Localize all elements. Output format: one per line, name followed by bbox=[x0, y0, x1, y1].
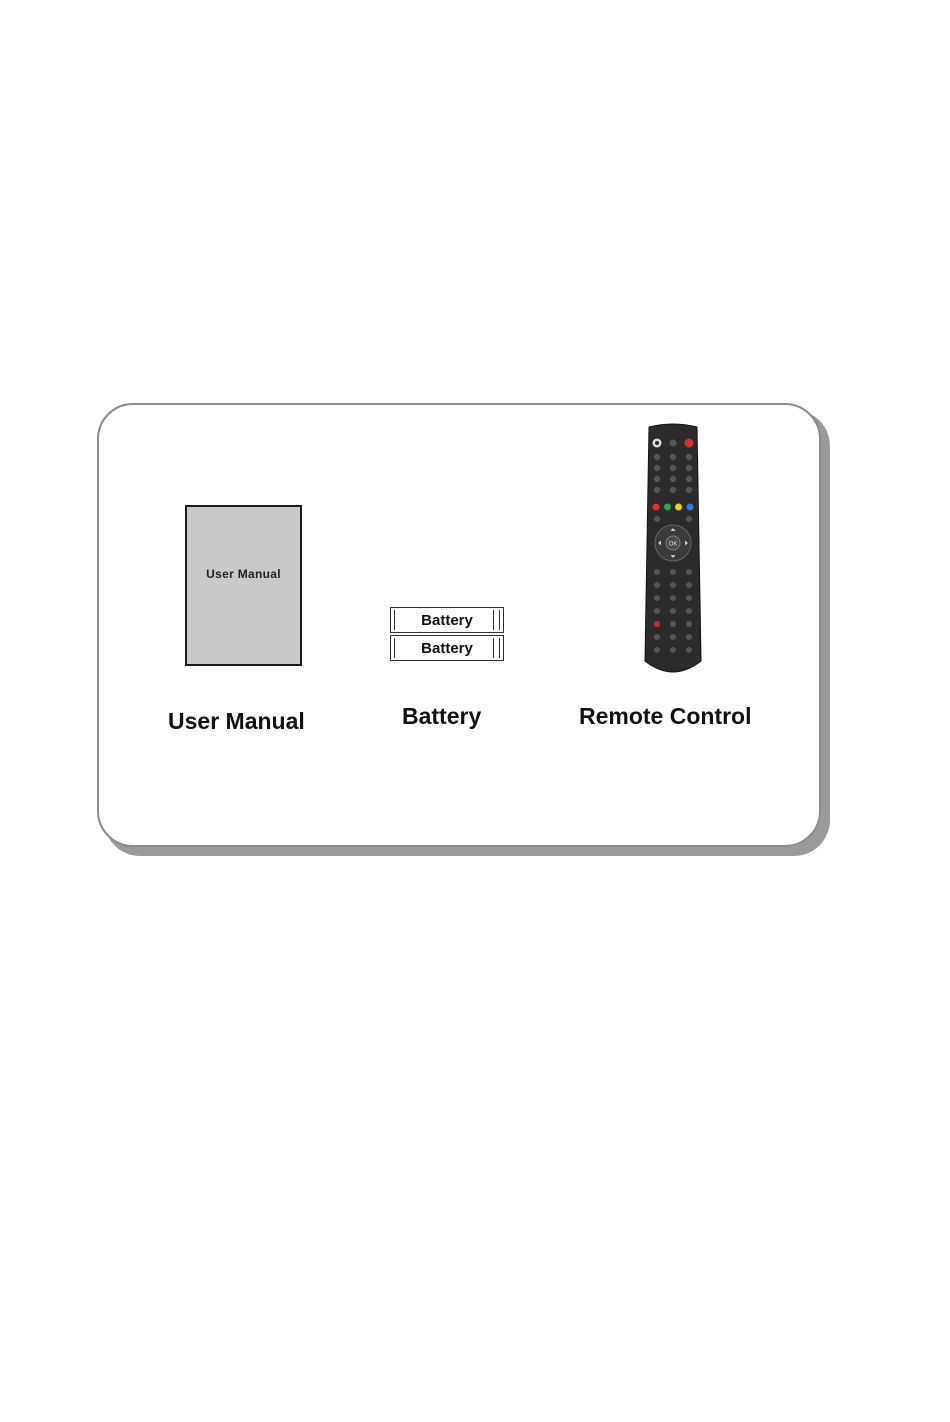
remote-control-caption: Remote Control bbox=[579, 703, 752, 730]
remote-function-button bbox=[670, 582, 676, 588]
user-manual-illustration: User Manual bbox=[185, 505, 302, 666]
remote-function-button bbox=[654, 595, 660, 601]
remote-function-button bbox=[670, 595, 676, 601]
remote-control-illustration: OK bbox=[643, 421, 703, 679]
remote-function-button bbox=[670, 647, 676, 653]
remote-function-button bbox=[670, 569, 676, 575]
remote-number-button bbox=[670, 487, 676, 493]
battery-illustration: Battery bbox=[390, 635, 504, 661]
remote-function-button bbox=[686, 582, 692, 588]
user-manual-caption: User Manual bbox=[168, 708, 305, 735]
yellow-button-icon bbox=[675, 504, 682, 511]
remote-function-button bbox=[686, 569, 692, 575]
remote-function-button bbox=[686, 634, 692, 640]
remote-function-button bbox=[670, 608, 676, 614]
remote-function-button bbox=[686, 595, 692, 601]
remote-function-button bbox=[654, 608, 660, 614]
remote-function-button bbox=[686, 608, 692, 614]
battery-illustration: Battery bbox=[390, 607, 504, 633]
remote-number-button bbox=[670, 465, 676, 471]
remote-function-button bbox=[654, 582, 660, 588]
remote-function-button bbox=[654, 647, 660, 653]
battery-caption: Battery bbox=[402, 703, 481, 730]
mute-button-icon bbox=[685, 439, 694, 448]
remote-number-button bbox=[654, 465, 660, 471]
remote-number-button bbox=[686, 465, 692, 471]
battery-label: Battery bbox=[391, 640, 503, 657]
battery-label: Battery bbox=[391, 612, 503, 629]
remote-function-button bbox=[686, 647, 692, 653]
remote-number-button bbox=[670, 454, 676, 460]
ok-button-label: OK bbox=[669, 542, 678, 548]
remote-function-button bbox=[654, 569, 660, 575]
remote-number-button bbox=[654, 454, 660, 460]
remote-number-button bbox=[654, 476, 660, 482]
user-manual-cover-title: User Manual bbox=[187, 567, 300, 581]
remote-number-button bbox=[686, 454, 692, 460]
remote-function-button bbox=[654, 634, 660, 640]
green-button-icon bbox=[664, 504, 671, 511]
blue-button-icon bbox=[687, 504, 694, 511]
remote-number-button bbox=[670, 476, 676, 482]
remote-number-button bbox=[654, 487, 660, 493]
record-button-icon bbox=[654, 621, 660, 627]
remote-number-button bbox=[686, 476, 692, 482]
remote-function-button bbox=[670, 621, 676, 627]
remote-function-button bbox=[686, 621, 692, 627]
red-button-icon bbox=[653, 504, 660, 511]
remote-function-button bbox=[670, 634, 676, 640]
remote-number-button bbox=[686, 487, 692, 493]
